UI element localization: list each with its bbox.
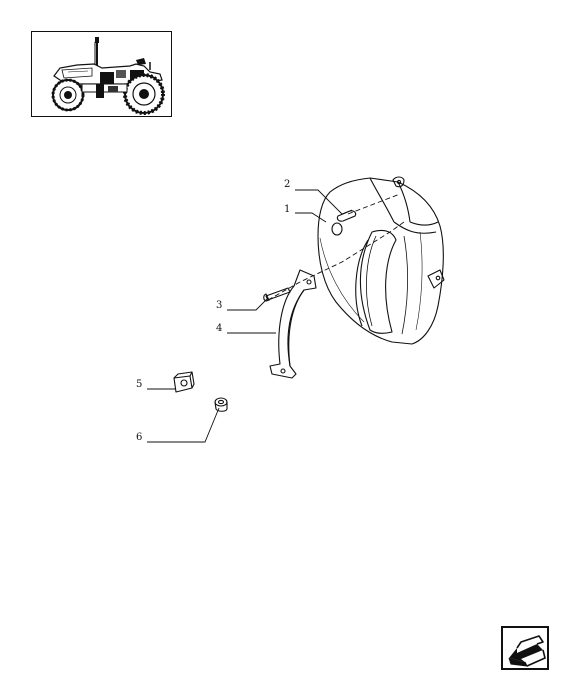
leader-2 [295,189,343,215]
part-5-clip [173,371,195,393]
part-4-bracket [269,269,317,379]
callout-6: 6 [136,432,143,443]
next-page-button[interactable] [501,626,549,670]
tractor-icon [51,37,165,115]
leader-1 [295,212,327,223]
callout-3: 3 [216,300,223,311]
part-1-cover [317,176,445,345]
leader-6 [147,407,220,443]
callout-1: 1 [284,204,291,215]
callout-4: 4 [216,323,223,334]
leader-3 [227,297,269,311]
next-page-arrow-icon [508,635,546,667]
part-6-grommet [214,397,228,412]
assembly-line [267,193,405,301]
leader-lines [147,189,343,443]
callout-2: 2 [284,179,291,190]
callout-5: 5 [136,379,143,390]
tractor-thumbnail [31,31,172,117]
part-2-bolt [336,209,357,222]
